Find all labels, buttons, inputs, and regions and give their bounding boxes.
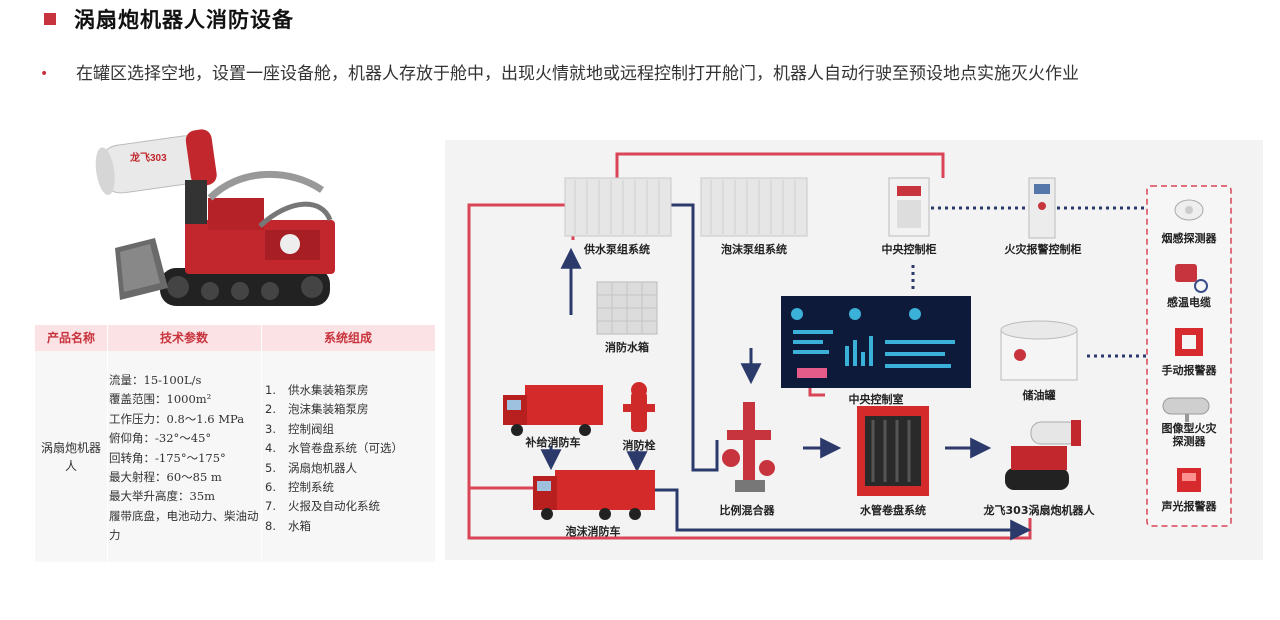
label-sound-light-alarm: 声光报警器 bbox=[1161, 500, 1217, 513]
title-marker bbox=[44, 13, 56, 25]
system-cell: 1.供水集装箱泵房 2.泡沫集装箱泵房 3.控制阀组 4.水管卷盘系统（可选） … bbox=[265, 381, 433, 536]
page-title: 涡扇炮机器人消防设备 bbox=[74, 8, 294, 32]
control-room-screen bbox=[781, 296, 971, 388]
label-robot: 龙飞303涡扇炮机器人 bbox=[983, 504, 1095, 517]
param-item: 覆盖范围：1000m² bbox=[109, 392, 212, 407]
system-diagram: 供水泵组系统 泡沫泵组系统 中央控制柜 火灾报警控制柜 烟感探测器 感温电缆 手… bbox=[445, 140, 1263, 560]
robot-image: 龙飞303 bbox=[90, 128, 355, 313]
header-system: 系统组成 bbox=[323, 331, 372, 345]
label-supply-truck: 补给消防车 bbox=[525, 436, 581, 449]
label-image-detector: 图像型火灾探测器 bbox=[1161, 422, 1217, 448]
mixer-graphic bbox=[722, 402, 775, 492]
param-item: 最大射程：60～85 m bbox=[109, 470, 222, 485]
product-name-cell: 涡扇炮机器人 bbox=[41, 440, 102, 473]
spec-table: 产品名称 技术参数 系统组成 涡扇炮机器人 流量：15-100L/s 覆盖范围：… bbox=[35, 325, 435, 562]
label-smoke-detector: 烟感探测器 bbox=[1161, 232, 1217, 245]
label-hydrant: 消防栓 bbox=[622, 439, 656, 452]
label-control-room: 中央控制室 bbox=[848, 393, 904, 406]
heat-cable-icon bbox=[1175, 264, 1208, 293]
oil-tank-graphic bbox=[1000, 320, 1078, 381]
manual-alarm-icon bbox=[1175, 328, 1203, 356]
description-text: 在罐区选择空地，设置一座设备舱，机器人存放于舱中，出现火情就地或远程控制打开舱门… bbox=[76, 64, 1079, 84]
supply-truck-graphic bbox=[503, 385, 603, 436]
foam-truck-graphic bbox=[533, 470, 655, 520]
robot-logo: 龙飞303 bbox=[129, 151, 167, 164]
table-divider bbox=[261, 325, 262, 562]
label-water-tank: 消防水箱 bbox=[605, 341, 649, 354]
system-item: 1.供水集装箱泵房 bbox=[265, 383, 369, 397]
foam-pump-container bbox=[700, 177, 808, 237]
system-item: 3.控制阀组 bbox=[265, 421, 334, 436]
hydrant-graphic bbox=[623, 382, 655, 432]
label-alarm-cabinet: 火灾报警控制柜 bbox=[1004, 243, 1082, 256]
label-foam-pump: 泡沫泵组系统 bbox=[721, 243, 787, 256]
label-control-cabinet: 中央控制柜 bbox=[881, 243, 937, 256]
header-tech-params: 技术参数 bbox=[159, 331, 208, 345]
param-item: 回转角：-175°～175° bbox=[109, 450, 226, 465]
water-pump-container bbox=[564, 177, 672, 237]
label-foam-truck: 泡沫消防车 bbox=[565, 525, 621, 538]
label-heat-cable: 感温电缆 bbox=[1167, 296, 1211, 309]
tech-params-cell: 流量：15-100L/s 覆盖范围：1000m² 工作压力：0.8～1.6 MP… bbox=[109, 371, 261, 546]
foam-lines bbox=[655, 203, 1032, 541]
system-item: 2.泡沫集装箱泵房 bbox=[265, 402, 369, 417]
system-item: 6.控制系统 bbox=[265, 480, 334, 495]
diagram-canvas bbox=[467, 152, 1232, 541]
bullet-dot: • bbox=[40, 66, 49, 82]
param-item: 流量：15-100L/s bbox=[109, 373, 202, 387]
label-mixer: 比例混合器 bbox=[719, 504, 775, 517]
hose-reel-graphic bbox=[857, 406, 929, 496]
system-item: 4.水管卷盘系统（可选） bbox=[265, 441, 403, 456]
param-item: 工作压力：0.8～1.6 MPa bbox=[109, 411, 245, 426]
spec-table-header: 产品名称 技术参数 系统组成 bbox=[35, 325, 435, 351]
smoke-detector-icon bbox=[1174, 199, 1204, 221]
param-item: 履带底盘，电池动力、柴油动力 bbox=[109, 508, 259, 543]
label-manual-alarm: 手动报警器 bbox=[1161, 364, 1217, 377]
param-item: 最大举升高度：35m bbox=[109, 489, 216, 504]
page-title-bar: 涡扇炮机器人消防设备 bbox=[44, 6, 294, 32]
sound-light-alarm-icon bbox=[1177, 468, 1201, 492]
header-product-name: 产品名称 bbox=[46, 331, 95, 345]
camera-icon bbox=[1162, 397, 1210, 422]
label-oil-tank: 储油罐 bbox=[1022, 389, 1056, 402]
table-divider bbox=[107, 325, 108, 562]
flow-arrows bbox=[540, 247, 992, 473]
label-hose-reel: 水管卷盘系统 bbox=[860, 504, 926, 517]
label-water-pump: 供水泵组系统 bbox=[584, 243, 650, 256]
water-tank-graphic bbox=[596, 281, 658, 335]
system-item: 5.涡扇炮机器人 bbox=[265, 460, 357, 475]
spec-table-body: 涡扇炮机器人 流量：15-100L/s 覆盖范围：1000m² 工作压力：0.8… bbox=[35, 351, 435, 562]
robot-graphic bbox=[1005, 420, 1081, 490]
system-item: 8.水箱 bbox=[265, 518, 311, 533]
alarm-cabinet-graphic bbox=[1028, 177, 1056, 239]
param-item: 俯仰角：-32°～45° bbox=[109, 431, 212, 446]
control-cabinet-graphic bbox=[888, 177, 930, 237]
system-item: 7.火报及自动化系统 bbox=[265, 499, 380, 514]
